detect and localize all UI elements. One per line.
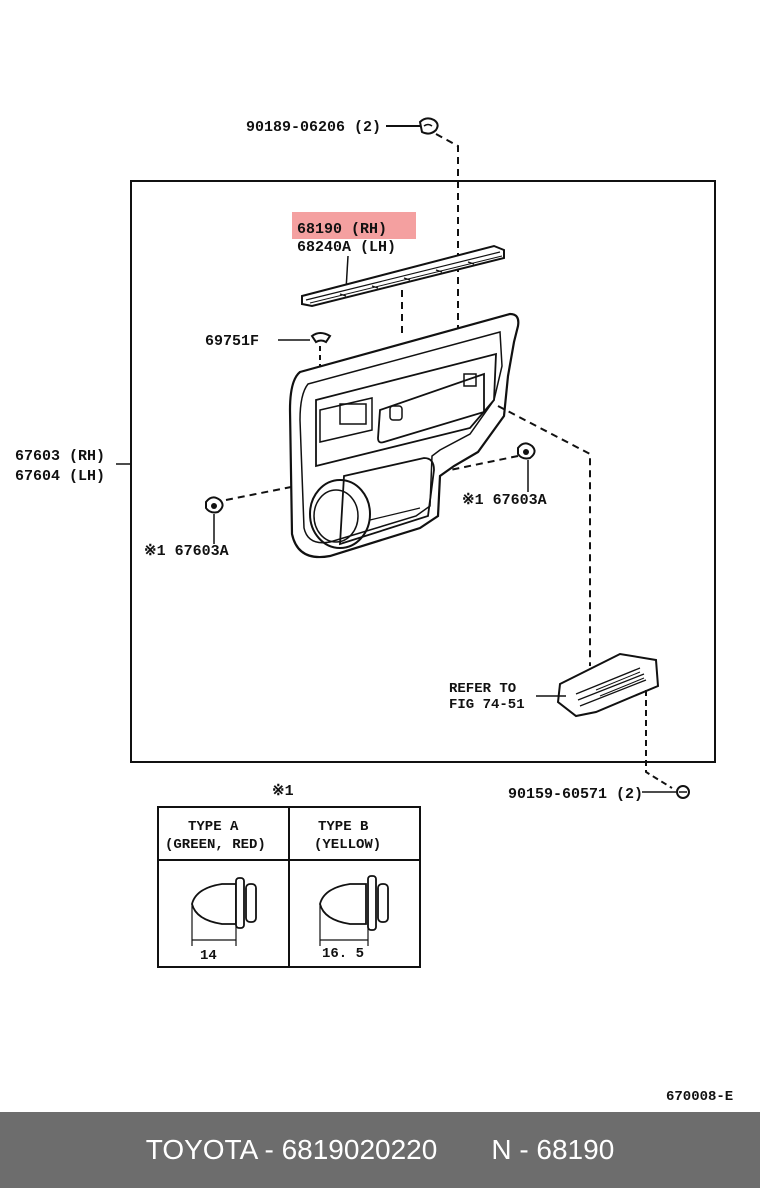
label-clip-left[interactable]: ※1 67603A <box>144 543 229 560</box>
label-moulding-rh[interactable]: 68190 (RH) <box>297 221 387 238</box>
dash-screw <box>645 690 673 789</box>
label-note-mark: ※1 <box>272 783 294 800</box>
parts-diagram: 90189-06206 (2) 68190 (RH) 68240A (LH) 6… <box>15 117 733 1105</box>
label-screw[interactable]: 90159-60571 (2) <box>508 786 643 803</box>
dash-clip-left <box>225 485 297 501</box>
type-a-dim: 14 <box>200 948 217 964</box>
clip-top-part[interactable] <box>418 117 439 135</box>
highlight-box <box>292 212 416 239</box>
clip-right-part[interactable] <box>517 442 536 460</box>
label-refer-2[interactable]: FIG 74-51 <box>449 697 525 713</box>
label-clip-right[interactable]: ※1 67603A <box>462 492 547 509</box>
type-a-sub: (GREEN, RED) <box>165 837 266 853</box>
type-b-sub: (YELLOW) <box>314 837 381 853</box>
door-trim-panel[interactable] <box>288 312 520 559</box>
footer-part-number: TOYOTA - 6819020220 <box>145 1134 438 1165</box>
belt-moulding-part[interactable] <box>301 244 505 308</box>
footer-bar: TOYOTA - 6819020220 N - 68190 <box>0 1112 760 1188</box>
type-b-dim: 16. 5 <box>322 946 364 962</box>
type-b-title: TYPE B <box>318 819 369 835</box>
clip-type-table <box>157 806 421 968</box>
clip-left-part[interactable] <box>205 496 224 514</box>
label-moulding-lh[interactable]: 68240A (LH) <box>297 239 396 256</box>
footer-ref: N - 68190 <box>491 1134 615 1165</box>
label-panel-lh[interactable]: 67604 (LH) <box>15 468 105 485</box>
clip-69751-part[interactable] <box>310 332 332 344</box>
pull-handle-part[interactable] <box>556 652 660 718</box>
label-panel-rh[interactable]: 67603 (RH) <box>15 448 105 465</box>
assembly-frame <box>130 180 716 763</box>
dash-panel-to-pull <box>497 405 591 666</box>
dash-clip-top <box>435 133 459 378</box>
type-a-clip-drawing <box>191 877 257 946</box>
label-clip-69751[interactable]: 69751F <box>205 333 259 350</box>
type-a-title: TYPE A <box>188 819 239 835</box>
label-refer-1[interactable]: REFER TO <box>449 681 516 697</box>
diagram-code: 670008-E <box>666 1089 733 1105</box>
type-b-clip-drawing <box>319 875 389 946</box>
label-clip-top[interactable]: 90189-06206 (2) <box>246 119 381 136</box>
screw-part[interactable] <box>676 785 690 799</box>
